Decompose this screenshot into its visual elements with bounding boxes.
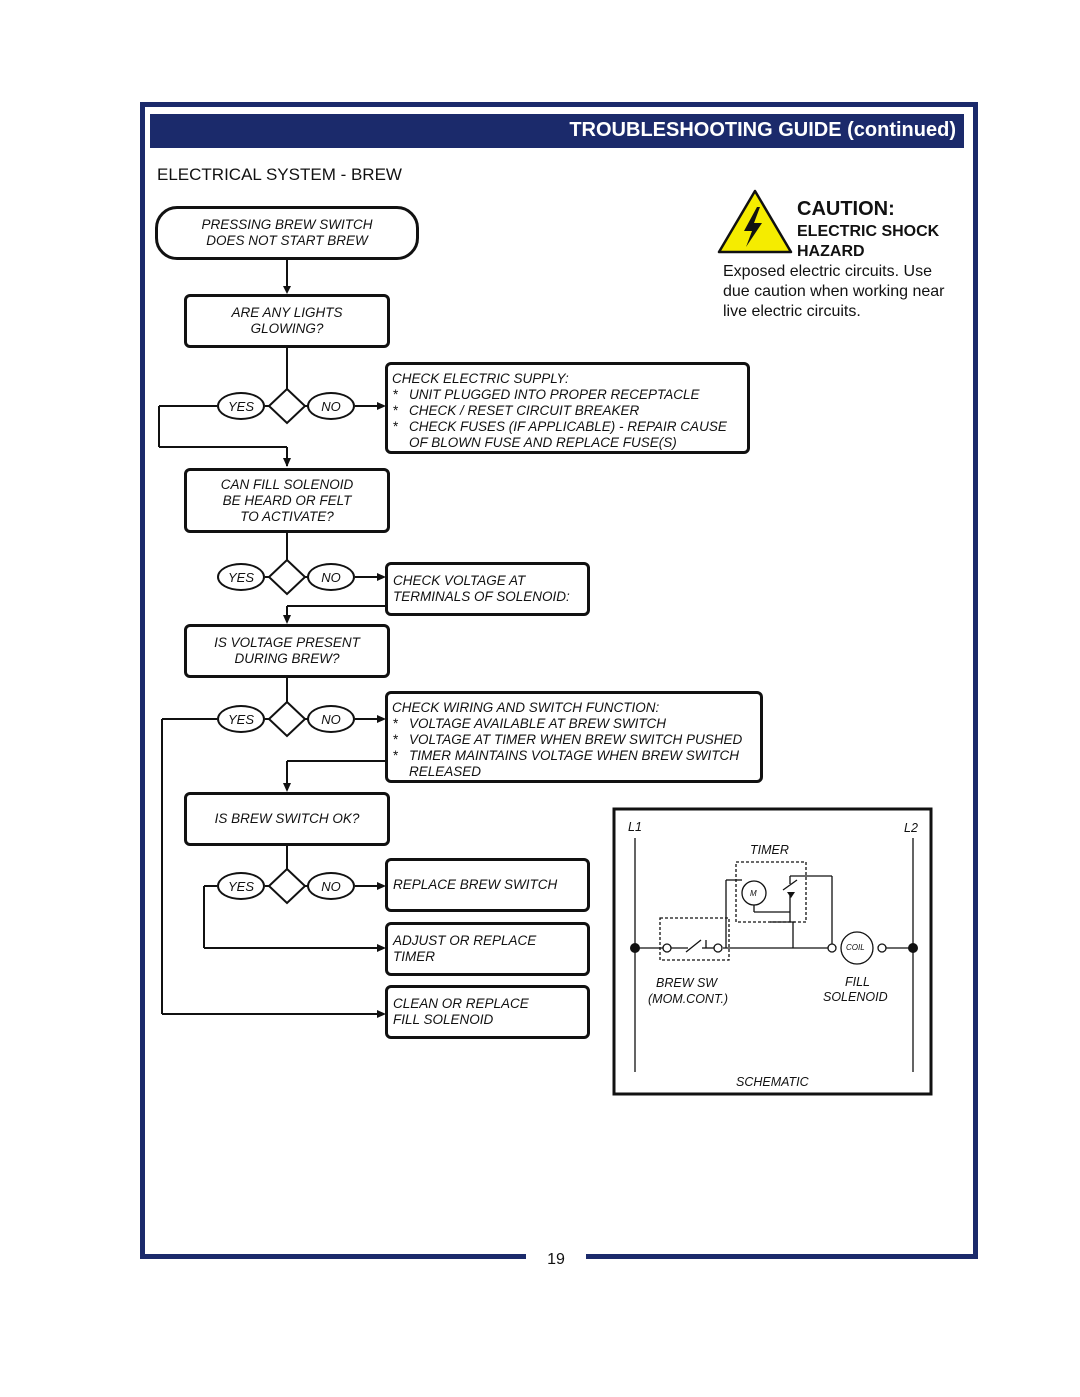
schematic-motor-label: M <box>750 889 757 898</box>
no-oval: NO <box>307 705 355 733</box>
list-item: UNIT PLUGGED INTO PROPER RECEPTACLE <box>392 387 743 403</box>
check-electric-supply-heading: CHECK ELECTRIC SUPPLY: <box>392 371 569 386</box>
list-item: VOLTAGE AVAILABLE AT BREW SWITCH <box>392 716 756 732</box>
page-title: TROUBLESHOOTING GUIDE (continued) <box>569 119 956 141</box>
question-brew-switch-line: IS BREW SWITCH OK? <box>214 811 360 826</box>
list-item: CHECK FUSES (IF APPLICABLE) - REPAIR CAU… <box>392 419 743 451</box>
schematic-caption: SCHEMATIC <box>736 1075 809 1089</box>
adjust-timer-line: ADJUST OR REPLACE <box>393 933 537 948</box>
question-lights-line: GLOWING? <box>250 321 324 336</box>
check-voltage-line: TERMINALS OF SOLENOID: <box>393 589 570 604</box>
replace-brew-switch-line: REPLACE BREW SWITCH <box>393 877 558 892</box>
question-solenoid-line: TO ACTIVATE? <box>240 508 334 524</box>
flow-start-line: PRESSING BREW SWITCH <box>201 217 373 232</box>
clean-solenoid-line: FILL SOLENOID <box>393 1012 494 1027</box>
yes-oval: YES <box>217 563 265 591</box>
caution-subtitle: ELECTRIC SHOCK HAZARD <box>797 223 940 260</box>
schematic-timer-label: TIMER <box>750 843 789 857</box>
adjust-timer-line: TIMER <box>393 949 435 964</box>
list-item: CHECK / RESET CIRCUIT BREAKER <box>392 403 743 419</box>
flow-start-line: DOES NOT START BREW <box>206 233 368 248</box>
page-number-gap <box>526 1250 586 1262</box>
schematic-coil-label: COIL <box>846 943 865 952</box>
yes-oval: YES <box>217 392 265 420</box>
schematic-fill-label: FILL <box>845 975 871 989</box>
question-voltage-line: DURING BREW? <box>234 651 340 666</box>
question-brew-switch-box: IS BREW SWITCH OK? <box>184 792 390 846</box>
schematic-solenoid-label: SOLENOID <box>823 990 888 1004</box>
check-electric-supply-box: CHECK ELECTRIC SUPPLY: UNIT PLUGGED INTO… <box>385 362 750 454</box>
question-solenoid-line: CAN FILL SOLENOID <box>220 476 354 492</box>
schematic-brew-sw-label: BREW SW <box>656 976 718 990</box>
question-solenoid-line: BE HEARD OR FELT <box>222 492 352 508</box>
header-bar: TROUBLESHOOTING GUIDE (continued) <box>150 114 964 148</box>
caution-text: Exposed electric circuits. Use due cauti… <box>723 263 945 320</box>
page-number: 19 <box>547 1251 565 1268</box>
check-wiring-heading: CHECK WIRING AND SWITCH FUNCTION: <box>392 700 660 715</box>
yes-oval: YES <box>217 872 265 900</box>
list-item: TIMER MAINTAINS VOLTAGE WHEN BREW SWITCH… <box>392 748 756 780</box>
yes-oval: YES <box>217 705 265 733</box>
check-wiring-box: CHECK WIRING AND SWITCH FUNCTION: VOLTAG… <box>385 691 763 783</box>
schematic-l2-label: L2 <box>904 821 918 835</box>
no-oval: NO <box>307 563 355 591</box>
no-oval: NO <box>307 872 355 900</box>
no-oval: NO <box>307 392 355 420</box>
section-title: ELECTRICAL SYSTEM - BREW <box>157 165 402 184</box>
question-lights-line: ARE ANY LIGHTS <box>231 305 343 320</box>
list-item: VOLTAGE AT TIMER WHEN BREW SWITCH PUSHED <box>392 732 756 748</box>
caution-title: CAUTION: <box>797 198 895 220</box>
replace-brew-switch-box: REPLACE BREW SWITCH <box>385 858 590 912</box>
clean-solenoid-line: CLEAN OR REPLACE <box>393 996 529 1011</box>
question-voltage-line: IS VOLTAGE PRESENT <box>214 635 360 650</box>
schematic-l1-label: L1 <box>628 820 642 834</box>
schematic-brew-sw-type-label: (MOM.CONT.) <box>648 992 729 1006</box>
check-voltage-line: CHECK VOLTAGE AT <box>393 573 526 588</box>
